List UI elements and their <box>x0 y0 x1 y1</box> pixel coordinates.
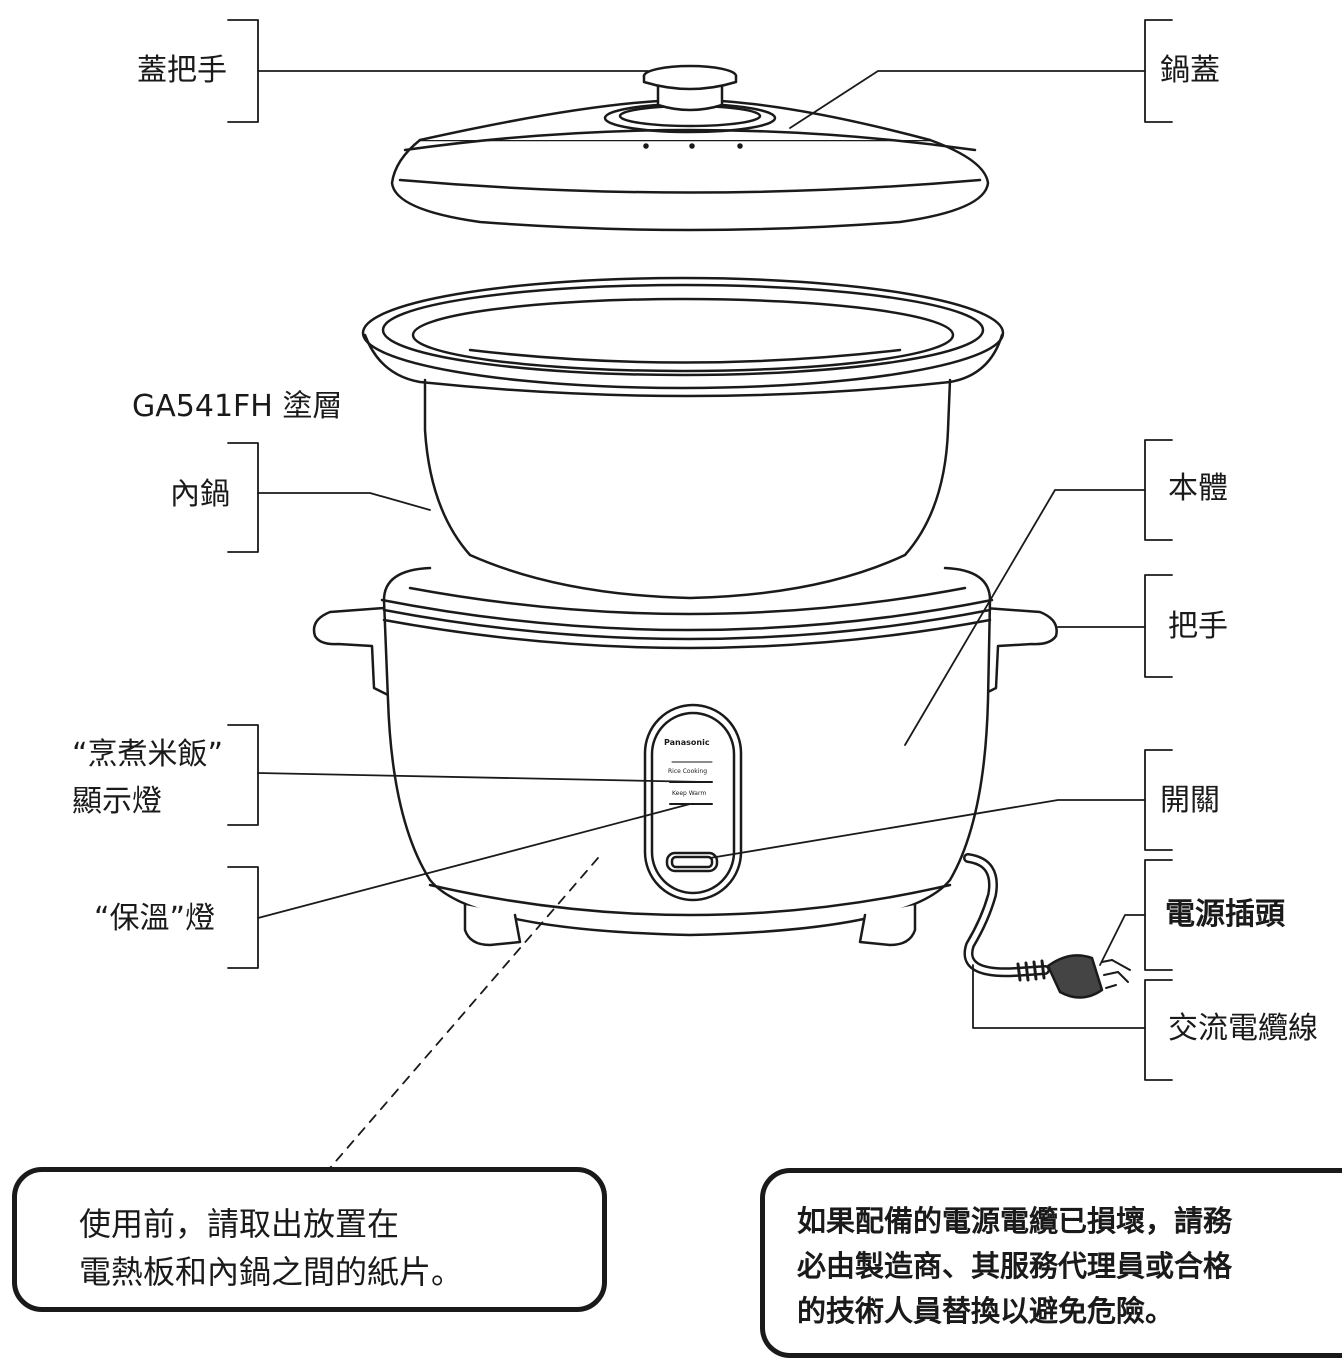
inner-pot-drawing <box>361 276 1005 600</box>
label-switch: 開關 <box>1160 783 1220 818</box>
note-remove-paper: 使用前，請取出放置在 電熱板和內鍋之間的紙片。 <box>12 1167 607 1312</box>
label-body: 本體 <box>1168 471 1228 506</box>
label-lid: 鍋蓋 <box>1160 53 1220 88</box>
panel-cook-text: Rice Cooking <box>668 768 708 775</box>
label-ac-cord: 交流電纜線 <box>1168 1011 1318 1046</box>
power-cord-drawing <box>963 853 1131 999</box>
label-lid-handle: 蓋把手 <box>137 53 227 88</box>
label-cook-lamp-line1: “烹煮米飯” <box>72 737 224 772</box>
note-cord-line3: 的技術人員替換以避免危險。 <box>797 1294 1175 1328</box>
note-cord-line2: 必由製造商、其服務代理員或合格 <box>797 1249 1233 1283</box>
lid-drawing <box>390 64 990 232</box>
body-drawing <box>312 566 1058 947</box>
label-plug: 電源插頭 <box>1165 897 1285 932</box>
panel-warm-text: Keep Warm <box>672 790 707 797</box>
label-inner-pot: 內鍋 <box>170 477 230 512</box>
leader-lines <box>227 19 1173 1169</box>
label-handle: 把手 <box>1168 609 1228 644</box>
label-warm-lamp: “保溫”燈 <box>94 901 216 936</box>
note-remove-paper-line2: 電熱板和內鍋之間的紙片。 <box>79 1253 464 1291</box>
note-cord-line1: 如果配備的電源電纜已損壞，請務 <box>797 1204 1233 1238</box>
label-coating: GA541FH 塗層 <box>132 389 343 424</box>
panel-brand: Panasonic <box>664 738 710 747</box>
label-cook-lamp-line2: 顯示燈 <box>72 784 162 819</box>
note-remove-paper-line1: 使用前，請取出放置在 <box>79 1205 400 1243</box>
note-cord-replacement: 如果配備的電源電纜已損壞，請務 必由製造商、其服務代理員或合格 的技術人員替換以… <box>760 1168 1342 1358</box>
